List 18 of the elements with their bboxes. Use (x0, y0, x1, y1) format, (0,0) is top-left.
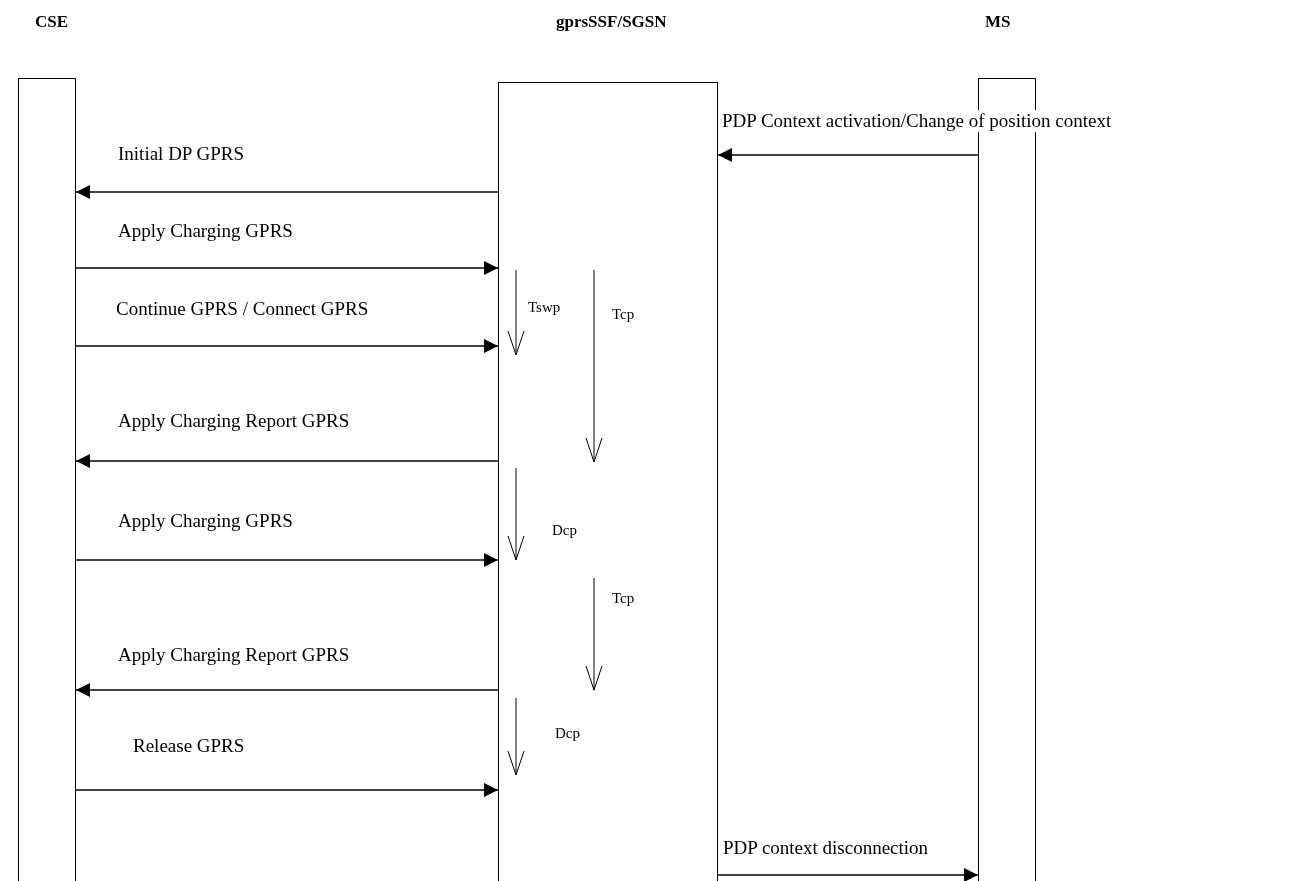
message-arrow (75, 454, 499, 468)
lifeline-title: gprsSSF/SGSN (556, 12, 667, 32)
timer-label: Tcp (612, 590, 635, 607)
lifeline-title: MS (985, 12, 1011, 32)
message-label: PDP Context activation/Change of position context (722, 110, 1112, 132)
timer-label: Dcp (555, 725, 580, 742)
message-arrow (75, 553, 499, 567)
message-arrow (75, 683, 499, 697)
message-arrow (75, 783, 499, 797)
message-arrow (75, 339, 499, 353)
lifeline-title: CSE (35, 12, 69, 32)
message-arrow (717, 868, 979, 881)
message-arrow (75, 185, 499, 199)
timer-label: Dcp (552, 522, 577, 539)
timer-label: Tswp (528, 299, 561, 316)
message-arrow (717, 148, 979, 162)
timer-label: Tcp (612, 306, 635, 323)
message-arrow (75, 261, 499, 275)
